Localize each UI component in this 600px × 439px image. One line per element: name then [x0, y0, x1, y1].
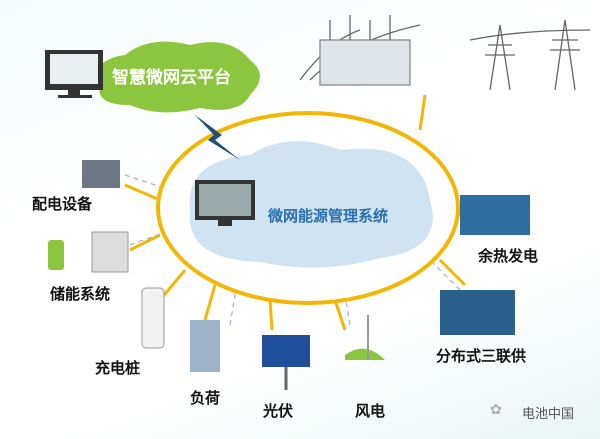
monitor-icon — [195, 180, 255, 226]
node-storage: 储能系统 — [50, 285, 111, 303]
cchp-unit-icon — [440, 290, 515, 335]
power-towers-icon — [299, 15, 591, 91]
node-pv: 光伏 — [263, 402, 294, 420]
platform-monitor-icon — [45, 50, 103, 98]
green-cloud — [97, 41, 261, 113]
platform-title: 智慧微网云平台 — [112, 68, 231, 88]
node-distribution: 配电设备 — [32, 195, 93, 213]
generator-icon — [460, 195, 530, 235]
charger-icon — [141, 287, 165, 349]
transformer-icon — [82, 160, 120, 188]
center-title: 微网能源管理系统 — [268, 207, 389, 225]
watermark: 电池中国 — [522, 407, 575, 422]
solar-panel-icon — [262, 335, 310, 367]
spokes — [124, 94, 481, 331]
lightning-icon — [195, 115, 240, 160]
building-icon — [190, 320, 220, 372]
battery-icon — [48, 240, 64, 270]
node-charging: 充电桩 — [95, 359, 141, 377]
node-cchp: 分布式三联供 — [436, 347, 527, 365]
storage-cabinet-icon — [91, 231, 129, 273]
node-load: 负荷 — [190, 389, 221, 407]
node-wind: 风电 — [355, 402, 386, 420]
inner-cloud — [189, 141, 433, 268]
wechat-icon: ✿ — [490, 402, 502, 418]
node-waste-heat: 余热发电 — [478, 247, 539, 265]
wind-turbine-icon — [345, 348, 385, 360]
